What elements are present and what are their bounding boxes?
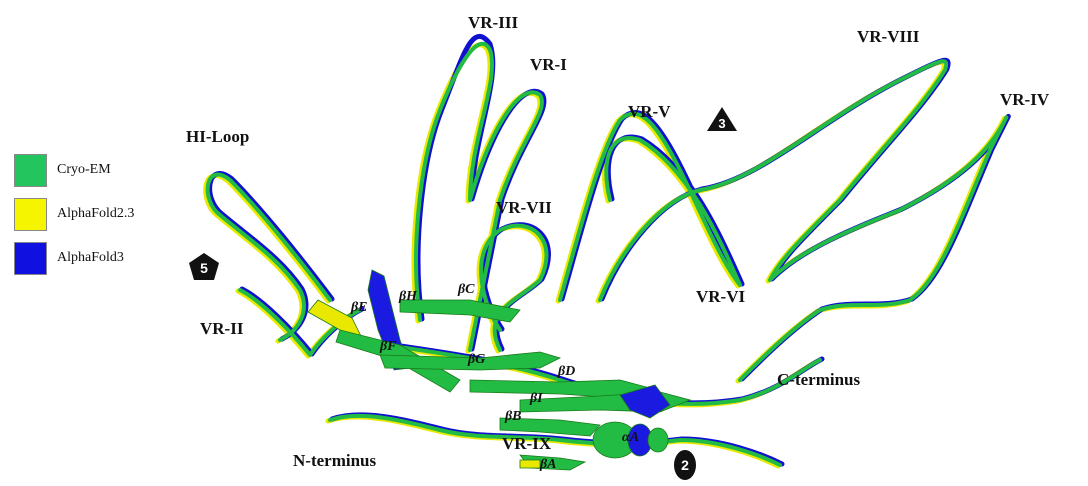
label-beta-c: βC: [457, 282, 475, 297]
trace-vr-v: [562, 113, 742, 299]
legend-label-cryo-em: Cryo-EM: [57, 162, 111, 178]
label-beta-h: βH: [398, 289, 418, 304]
label-vr-viii: VR-VIII: [857, 27, 920, 46]
label-vr-iii: VR-III: [468, 13, 518, 32]
strand-a-yellow: [520, 460, 540, 468]
legend-label-alphafold2: AlphaFold2.3: [57, 206, 134, 222]
triangle-label: 3: [718, 116, 725, 131]
ellipse-label: 2: [681, 457, 689, 473]
label-beta-i: βI: [529, 391, 543, 406]
ellipse-2fold-marker: 2: [674, 450, 696, 480]
label-vr-ii: VR-II: [200, 319, 244, 338]
legend-item-alphafold2: AlphaFold2.3: [14, 192, 134, 236]
swatch-alphafold3: [14, 242, 47, 275]
label-vr-iv: VR-IV: [1000, 90, 1050, 109]
triangle-3fold-marker: 3: [707, 107, 737, 131]
label-alpha-a: αA: [622, 430, 639, 445]
label-beta-d: βD: [557, 364, 575, 379]
label-c-terminus: C-terminus: [777, 370, 860, 389]
swatch-alphafold2: [14, 198, 47, 231]
label-beta-a: βA: [539, 457, 557, 472]
swatch-cryo-em: [14, 154, 47, 187]
label-vr-vii: VR-VII: [496, 198, 552, 217]
legend: Cryo-EM AlphaFold2.3 AlphaFold3: [14, 148, 134, 280]
label-vr-vi: VR-VI: [696, 287, 745, 306]
label-beta-e: βE: [350, 300, 368, 315]
pentagon-5fold-marker: 5: [189, 253, 219, 280]
label-beta-f: βF: [379, 339, 397, 354]
label-n-terminus: N-terminus: [293, 451, 376, 470]
label-vr-v: VR-V: [628, 102, 671, 121]
legend-item-alphafold3: AlphaFold3: [14, 236, 134, 280]
label-beta-g: βG: [467, 352, 485, 367]
legend-item-cryo-em: Cryo-EM: [14, 148, 134, 192]
pentagon-label: 5: [200, 260, 208, 276]
label-vr-ix: VR-IX: [502, 434, 552, 453]
label-vr-i: VR-I: [530, 55, 567, 74]
legend-label-alphafold3: AlphaFold3: [57, 250, 124, 266]
label-hi-loop: HI-Loop: [186, 127, 249, 146]
label-beta-b: βB: [504, 409, 522, 424]
trace-hi-loop: [206, 176, 328, 341]
helix-a-tail: [648, 428, 668, 452]
